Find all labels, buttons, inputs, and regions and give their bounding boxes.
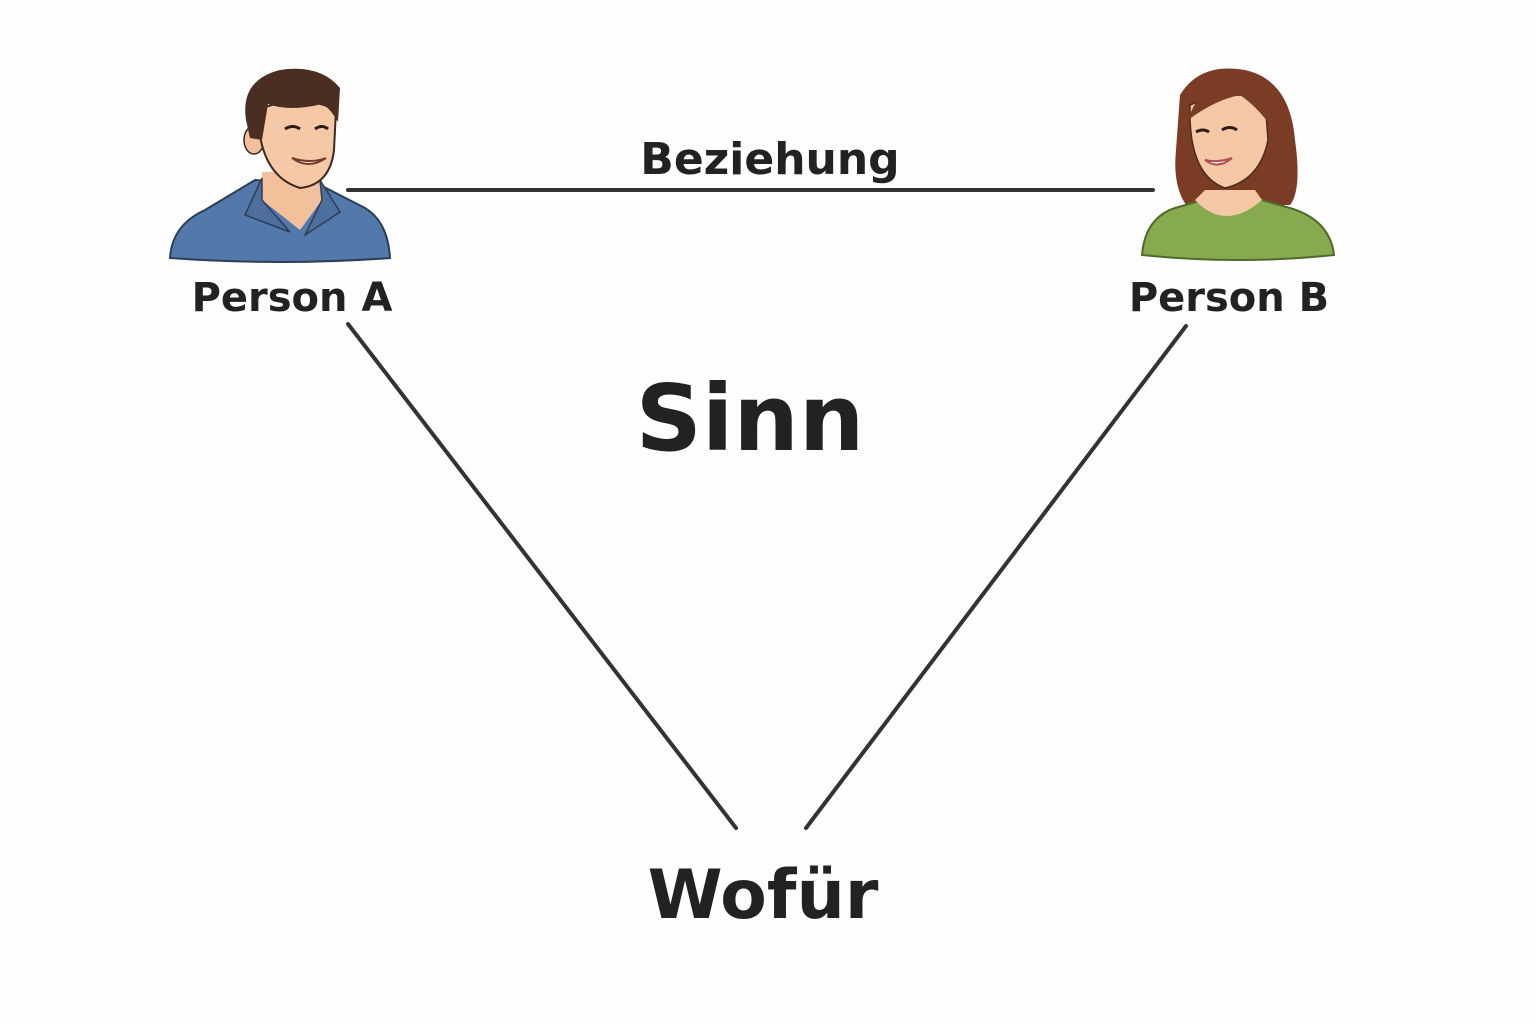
bottom-label: Wofür bbox=[648, 856, 879, 935]
person-b-label: Person B bbox=[1129, 275, 1329, 321]
edge-person-a-wofuer bbox=[346, 322, 738, 830]
person-a-label: Person A bbox=[192, 275, 393, 321]
center-label: Sinn bbox=[636, 365, 865, 472]
relationship-label: Beziehung bbox=[640, 134, 899, 185]
edge-person-b-wofuer bbox=[804, 324, 1188, 830]
woman-avatar-icon bbox=[1140, 68, 1336, 261]
man-avatar-icon bbox=[168, 68, 392, 263]
